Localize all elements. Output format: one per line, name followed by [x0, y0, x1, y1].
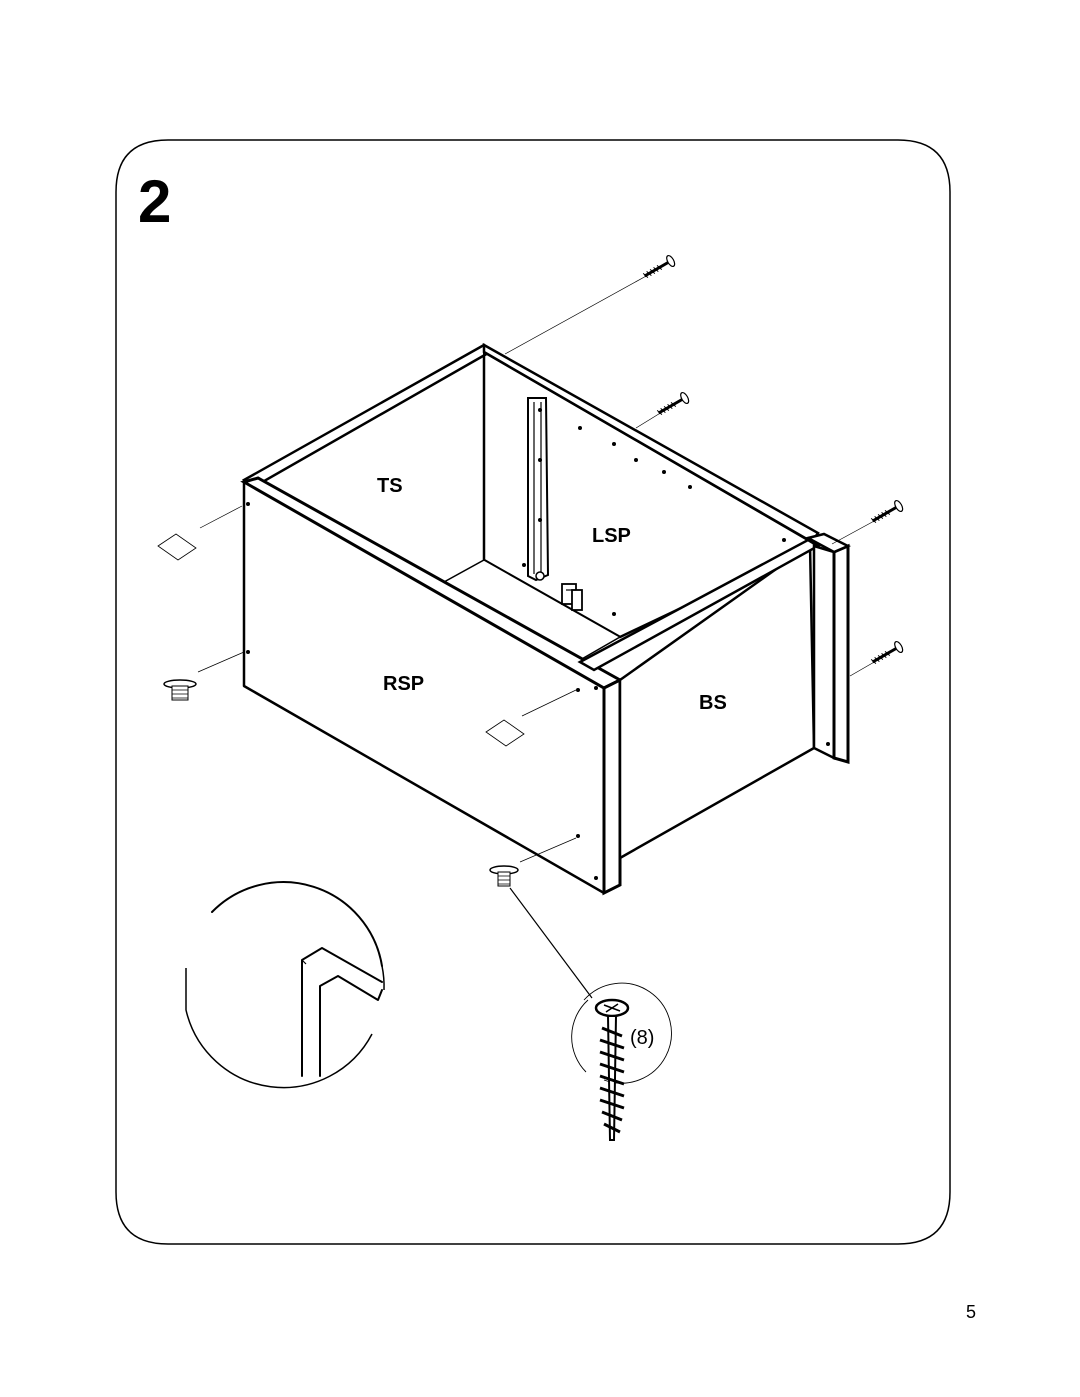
slide-bracket — [561, 583, 583, 611]
joint-detail-view — [185, 881, 385, 1089]
top-shelf-back-edge — [241, 343, 492, 490]
right-side-panel-front-edge — [602, 677, 622, 896]
end-post-side — [832, 543, 850, 764]
leveler-icon — [163, 679, 197, 701]
cabinet-assembly: TS LSP RSP BS — [240, 342, 851, 896]
label-left-side-panel: LSP — [592, 525, 631, 547]
glide-pad-icon — [485, 719, 525, 747]
leveler-icon — [489, 865, 519, 887]
screw-detail: (8) — [571, 982, 672, 1141]
glide-pad-icon — [157, 533, 197, 561]
end-post-front — [812, 544, 836, 761]
wood-screw-icon — [594, 998, 630, 1141]
end-post-top — [804, 532, 851, 554]
page-number: 5 — [966, 1302, 976, 1322]
step-number: 2 — [138, 168, 171, 235]
screw-quantity: (8) — [630, 1027, 654, 1049]
label-right-side-panel: RSP — [383, 673, 424, 695]
wood-screw-icon — [870, 640, 904, 664]
wood-screw-icon — [656, 391, 690, 415]
wood-screw-icon — [642, 254, 676, 278]
label-back-side: BS — [699, 692, 727, 714]
lsp-holes — [522, 426, 786, 616]
screw-guides — [157, 254, 904, 999]
drawer-slide — [527, 397, 550, 582]
rsp-holes — [246, 502, 830, 880]
label-top-shelf: TS — [377, 475, 403, 497]
step-frame — [115, 139, 951, 1245]
wood-screw-icon — [870, 499, 904, 523]
